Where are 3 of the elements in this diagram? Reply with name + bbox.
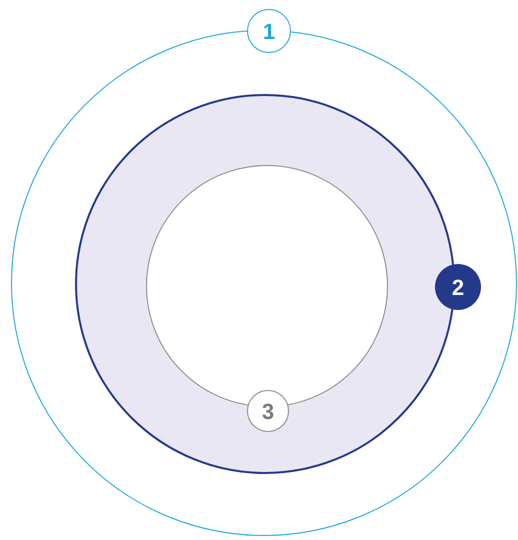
callout-number: 1 [247, 9, 291, 53]
callout-number: 3 [247, 390, 289, 432]
callout-number: 2 [435, 264, 481, 310]
